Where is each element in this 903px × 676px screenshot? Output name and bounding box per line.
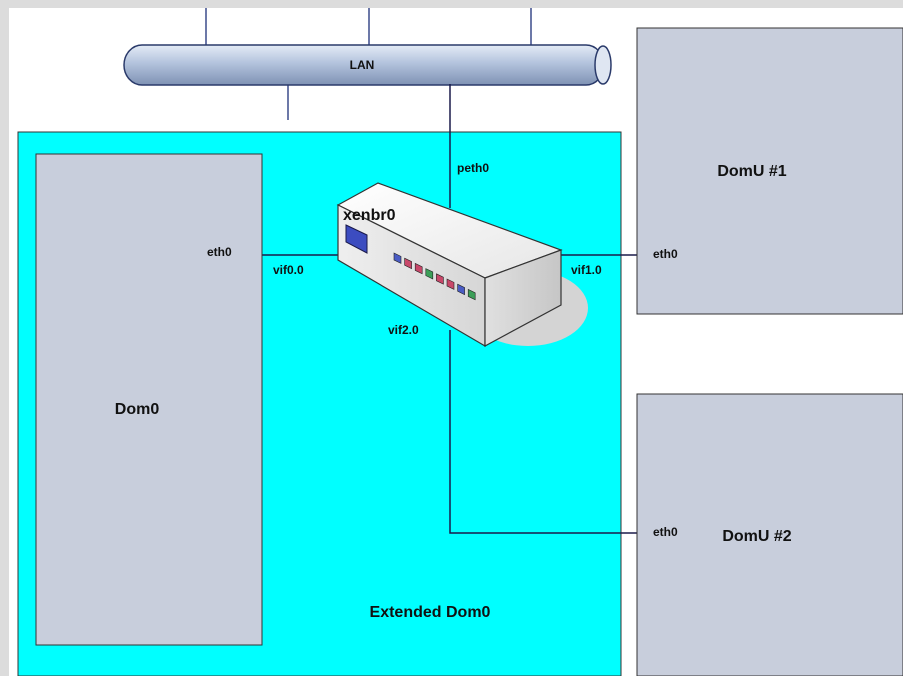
- lan-pipe: LAN: [124, 45, 611, 85]
- xenbr0-label: xenbr0: [343, 207, 396, 224]
- dom0-eth0-label: eth0: [207, 245, 232, 259]
- vif1-label: vif1.0: [571, 263, 602, 277]
- vif0-label: vif0.0: [273, 263, 304, 277]
- domu2-title: DomU #2: [722, 528, 791, 545]
- domu1-eth0-label: eth0: [653, 247, 678, 261]
- extended-dom0-label: Extended Dom0: [370, 604, 491, 621]
- lan-label: LAN: [350, 58, 375, 72]
- domu2-eth0-label: eth0: [653, 525, 678, 539]
- domu1-title: DomU #1: [717, 163, 786, 180]
- peth0-label: peth0: [457, 161, 489, 175]
- dom0-box: [36, 154, 262, 645]
- dom0-title: Dom0: [115, 401, 160, 418]
- vif2-label: vif2.0: [388, 323, 419, 337]
